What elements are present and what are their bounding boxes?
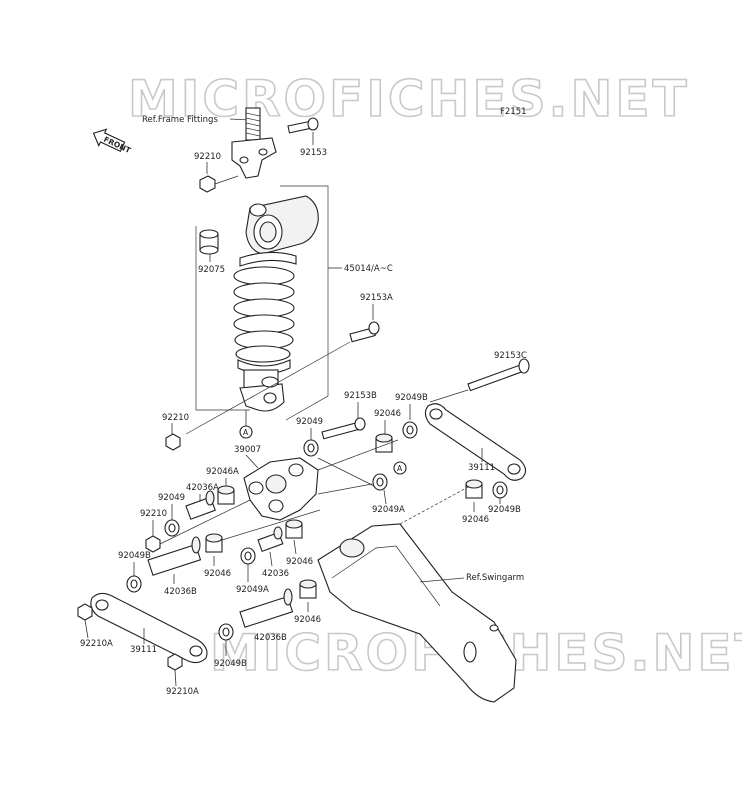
shock-absorber-45014: [233, 195, 319, 412]
part-label-92049B-b: 92049B: [118, 551, 151, 561]
shock-group-bracket-right: [280, 185, 329, 421]
part-label-92049-a: 92049: [296, 417, 323, 427]
part-label-92049-b: 92049: [158, 493, 185, 503]
part-label-92046A: 92046A: [206, 467, 239, 477]
bolt-92153C: [467, 358, 530, 392]
part-label-92210-top: 92210: [194, 152, 221, 162]
sleeve-42036: [257, 526, 284, 552]
watermark-top: MICROFICHES.NET: [128, 70, 690, 128]
part-label-92046-e: 92046: [294, 615, 321, 625]
nut-92210A-a: [77, 603, 93, 621]
part-label-92046-c: 92046: [462, 515, 489, 525]
part-label-92049B-a: 92049B: [395, 393, 428, 403]
part-label-92046-b: 92046: [204, 569, 231, 579]
part-label-92049A-b: 92049A: [236, 585, 269, 595]
svg-text:A: A: [397, 464, 403, 473]
nut-92210-mid: [165, 433, 181, 451]
tie-rod-39111-left: [90, 592, 208, 664]
nut-92210-top: [199, 175, 216, 193]
part-label-92046-a: 92046: [374, 409, 401, 419]
ref-swingarm-label: Ref.Swingarm: [466, 573, 524, 583]
bolt-92153: [287, 117, 319, 134]
leader-nut-top: [214, 175, 239, 185]
part-label-92210-low: 92210: [140, 509, 167, 519]
ref-frame-fittings-label: Ref.Frame Fittings: [142, 115, 218, 125]
tie-rod-39111-right: [424, 403, 527, 481]
part-label-92153: 92153: [300, 148, 327, 158]
part-label-39111-left: 39111: [130, 645, 157, 655]
part-label-92049A-a: 92049A: [372, 505, 405, 515]
sleeve-92046-e: [299, 579, 317, 599]
part-label-92210A-a: 92210A: [80, 639, 113, 649]
front-arrow-icon: [92, 128, 126, 153]
swingarm-reference: [317, 523, 517, 703]
sleeve-42036B-b: [239, 588, 294, 628]
part-label-42036: 42036: [262, 569, 289, 579]
part-label-92049B-d: 92049B: [214, 659, 247, 669]
nut-92210A-b: [167, 653, 183, 671]
part-label-92153C: 92153C: [494, 351, 527, 361]
sleeve-42036B-a: [147, 536, 202, 576]
rocker-arm-39007: [243, 457, 319, 521]
front-direction-arrow: FRONT: [92, 128, 133, 155]
sleeve-92046-c: [465, 479, 483, 499]
sleeve-92046-d: [285, 519, 303, 539]
part-label-92153B: 92153B: [344, 391, 377, 401]
part-label-45014: 45014/A~C: [344, 264, 393, 274]
sleeve-92046-a: [375, 433, 393, 453]
sleeve-92046-b: [205, 533, 223, 553]
svg-text:A: A: [243, 428, 249, 437]
part-label-42036B-b: 42036B: [254, 633, 287, 643]
part-label-39111-right: 39111: [468, 463, 495, 473]
collar-92075: [199, 229, 219, 255]
mount-stud: [245, 107, 261, 141]
part-label-39007: 39007: [234, 445, 261, 455]
bolt-92153A: [349, 321, 380, 343]
sleeve-42036A: [185, 490, 216, 520]
callout-a-lower: [393, 461, 407, 475]
collar-92046A: [217, 485, 235, 505]
part-label-92049B-c: 92049B: [488, 505, 521, 515]
bolt-92153A-axis: [185, 341, 351, 435]
part-label-92210-mid: 92210: [162, 413, 189, 423]
part-label-92210A-b: 92210A: [166, 687, 199, 697]
shock-group-bracket-left: [195, 226, 250, 411]
figure-code: F2151: [500, 107, 527, 117]
nut-92210-low: [145, 535, 161, 553]
part-label-92153A: 92153A: [360, 293, 393, 303]
top-mount-bracket: [231, 107, 277, 179]
part-label-42036B-a: 42036B: [164, 587, 197, 597]
bolt-92153B: [321, 417, 366, 440]
part-label-92046-d: 92046: [286, 557, 313, 567]
part-label-92075: 92075: [198, 265, 225, 275]
part-label-42036A: 42036A: [186, 483, 219, 493]
